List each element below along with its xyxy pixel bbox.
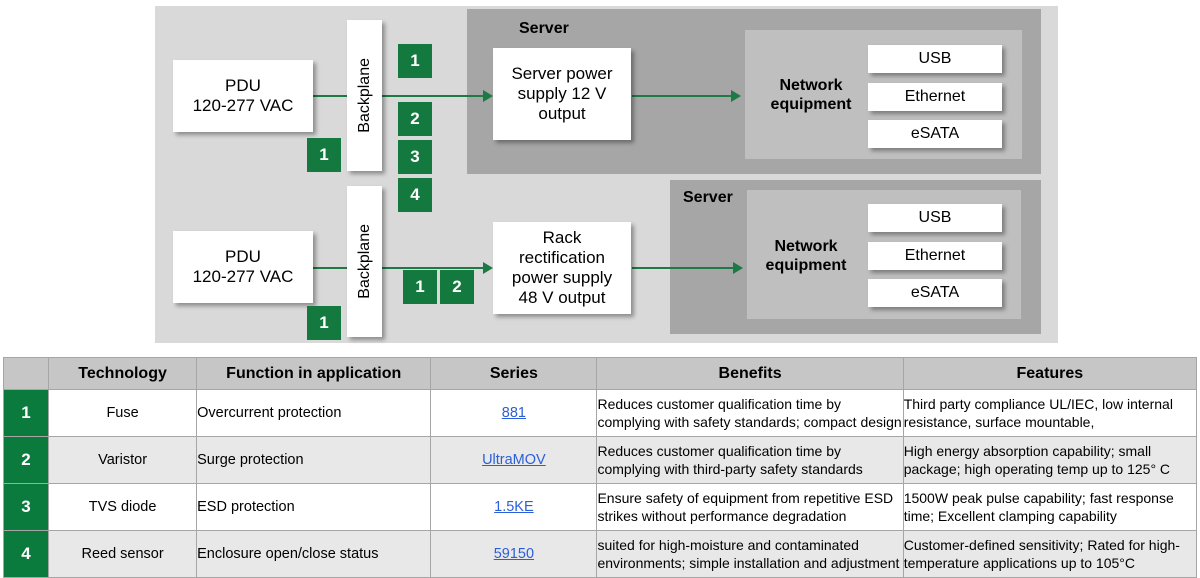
backplane-top-label: Backplane: [355, 58, 373, 133]
cell-technology: TVS diode: [48, 483, 198, 531]
network-equipment-label-bottom: Network equipment: [760, 237, 852, 275]
network-equipment-line2: equipment: [770, 96, 852, 114]
cell-function: Surge protection: [196, 436, 432, 484]
pdu-box-bottom: PDU 120-277 VAC: [173, 231, 313, 303]
row-number-badge: 2: [2, 436, 50, 484]
cell-function: Enclosure open/close status: [196, 530, 432, 578]
network-equipment-line1: Network: [779, 77, 843, 94]
pdu-bottom-line2: 120-277 VAC: [192, 267, 294, 286]
cell-technology: Reed sensor: [48, 530, 198, 578]
badge-fuse-pdu-top: 1: [307, 138, 341, 172]
cell-benefits: suited for high-moisture and contaminate…: [596, 530, 904, 578]
port-usb-top: USB: [868, 45, 1002, 73]
pdu-bottom-line1: PDU: [225, 246, 261, 266]
arrow-head-network-bottom: [733, 262, 743, 274]
rack-rectification-power-supply-box: Rack rectification power supply 48 V out…: [493, 222, 631, 314]
series-link[interactable]: 881: [501, 405, 526, 421]
backplane-bottom-label: Backplane: [355, 224, 373, 299]
psu-top-line1: Server power: [511, 63, 613, 83]
table-header-row: Technology Function in application Serie…: [2, 357, 1198, 390]
arrow-pdu-to-backplane-bottom: [313, 267, 349, 269]
cell-technology: Varistor: [48, 436, 198, 484]
row-number-badge: 1: [2, 389, 50, 437]
header-number: [2, 357, 50, 390]
server-power-supply-box: Server power supply 12 V output: [493, 48, 631, 140]
header-features: Features: [902, 357, 1198, 390]
cell-benefits: Ensure safety of equipment from repetiti…: [596, 483, 904, 531]
header-benefits: Benefits: [596, 357, 904, 390]
cell-function: Overcurrent protection: [196, 389, 432, 437]
arrow-backplane-to-psu-top: [381, 95, 485, 97]
server-label-top: Server: [519, 20, 569, 37]
cell-series: 1.5KE: [430, 483, 598, 531]
row-number-badge: 4: [2, 530, 50, 578]
cell-series: UltraMOV: [430, 436, 598, 484]
cell-function: ESD protection: [196, 483, 432, 531]
backplane-bottom: Backplane: [347, 186, 382, 337]
badge-4-top-column: 4: [398, 178, 432, 212]
arrow-pdu-to-backplane-top: [313, 95, 349, 97]
port-esata-top: eSATA: [868, 120, 1002, 148]
badge-2-top-column: 2: [398, 102, 432, 136]
psu-top-line2: supply 12 V: [517, 83, 607, 103]
cell-benefits: Reduces customer qualification time by c…: [596, 389, 904, 437]
arrow-backplane-to-psu-bottom: [381, 267, 485, 269]
arrow-head-psu-bottom: [483, 262, 493, 274]
badge-2-bottom-row: 2: [440, 270, 474, 304]
psu-bottom-line1: Rack: [542, 227, 582, 247]
series-link[interactable]: 1.5KE: [494, 499, 534, 515]
port-ethernet-top: Ethernet: [868, 83, 1002, 111]
arrow-psu-to-network-bottom: [632, 267, 735, 269]
table-row: 3 TVS diode ESD protection 1.5KE Ensure …: [2, 483, 1198, 531]
psu-bottom-line2: rectification: [519, 247, 605, 267]
arrow-head-network-top: [731, 90, 741, 102]
network-equipment-line1-bottom: Network: [774, 238, 838, 255]
port-ethernet-bottom: Ethernet: [868, 242, 1002, 270]
badge-3-top-column: 3: [398, 140, 432, 174]
table-row: 1 Fuse Overcurrent protection 881 Reduce…: [2, 389, 1198, 437]
badge-fuse-pdu-bottom: 1: [307, 306, 341, 340]
pdu-top-line2: 120-277 VAC: [192, 96, 294, 115]
psu-top-line3: output: [538, 104, 586, 124]
row-number-badge: 3: [2, 483, 50, 531]
backplane-top: Backplane: [347, 20, 382, 171]
arrow-head-psu-top: [483, 90, 493, 102]
cell-features: Customer-defined sensitivity; Rated for …: [902, 530, 1198, 578]
cell-benefits: Reduces customer qualification time by c…: [596, 436, 904, 484]
network-equipment-label-top: Network equipment: [765, 76, 857, 114]
cell-features: Third party compliance UL/IEC, low inter…: [902, 389, 1198, 437]
series-link[interactable]: 59150: [493, 546, 535, 562]
cell-features: High energy absorption capability; small…: [902, 436, 1198, 484]
server-label-bottom: Server: [683, 189, 733, 206]
series-link[interactable]: UltraMOV: [482, 452, 546, 468]
port-usb-bottom: USB: [868, 204, 1002, 232]
cell-series: 59150: [430, 530, 598, 578]
cell-technology: Fuse: [48, 389, 198, 437]
header-series: Series: [430, 357, 598, 390]
pdu-top-line1: PDU: [225, 75, 261, 95]
cell-features: 1500W peak pulse capability; fast respon…: [902, 483, 1198, 531]
psu-bottom-line3: power supply: [511, 268, 613, 287]
badge-1-top-column: 1: [398, 44, 432, 78]
network-equipment-line2-bottom: equipment: [765, 257, 847, 275]
arrow-psu-to-network-top: [632, 95, 733, 97]
table-row: 4 Reed sensor Enclosure open/close statu…: [2, 530, 1198, 578]
header-function: Function in application: [196, 357, 432, 390]
table-row: 2 Varistor Surge protection UltraMOV Red…: [2, 436, 1198, 484]
header-technology: Technology: [48, 357, 198, 390]
component-selection-table-wrapper: Technology Function in application Serie…: [2, 357, 1198, 578]
cell-series: 881: [430, 389, 598, 437]
psu-bottom-line4: 48 V output: [518, 288, 606, 308]
badge-1-bottom-row: 1: [403, 270, 437, 304]
port-esata-bottom: eSATA: [868, 279, 1002, 307]
component-selection-table: Technology Function in application Serie…: [2, 357, 1198, 578]
architecture-diagram: Server Network equipment USB Ethernet eS…: [155, 6, 1058, 343]
pdu-box-top: PDU 120-277 VAC: [173, 60, 313, 132]
